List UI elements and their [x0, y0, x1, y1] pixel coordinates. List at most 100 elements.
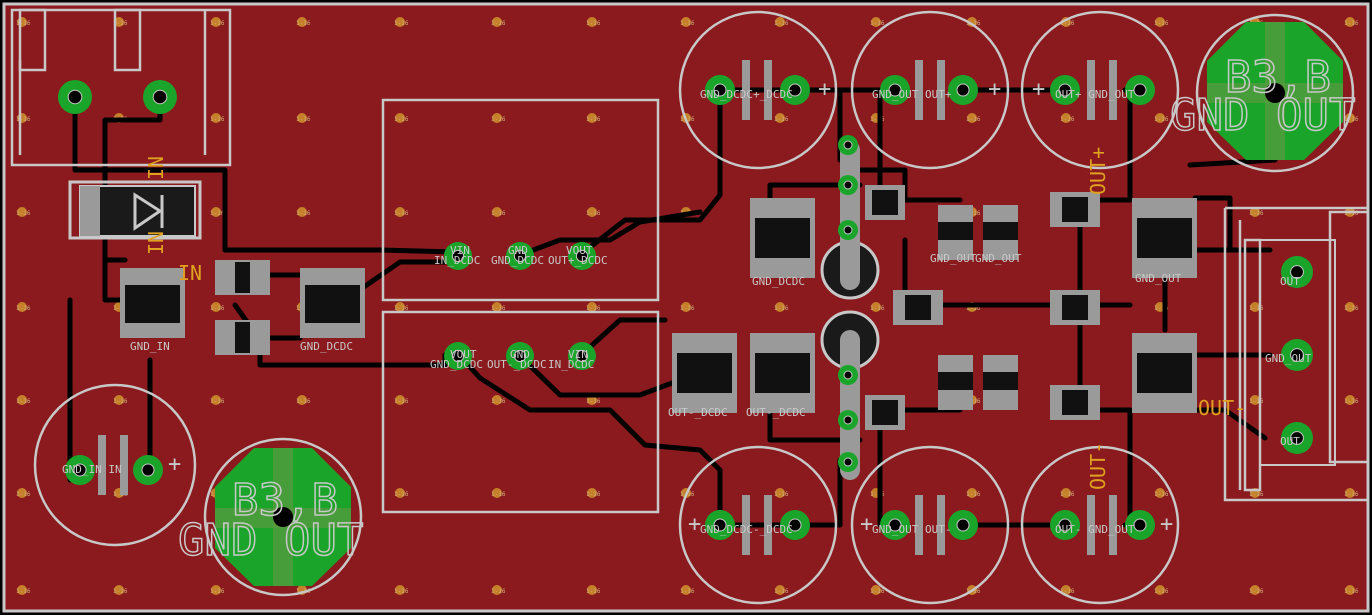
- via: [587, 207, 597, 217]
- via-label: 1-16: [210, 398, 225, 405]
- via: [492, 488, 502, 498]
- via: [1061, 113, 1071, 123]
- tht-hole: [1290, 431, 1304, 445]
- via-label: 1-16: [1154, 491, 1169, 498]
- label-plus-tm: +: [988, 77, 1001, 102]
- via: [297, 17, 307, 27]
- label-dcdc1-net-in: IN_DCDC: [434, 254, 480, 267]
- label-dcdc2-gnd: GND: [510, 348, 530, 361]
- via-label: 1-16: [210, 588, 225, 595]
- via: [587, 488, 597, 498]
- tht-hole: [956, 83, 970, 97]
- tht-hole: [451, 249, 465, 263]
- label-conn-out3: OUT: [1280, 435, 1300, 448]
- via-label: 1-16: [394, 398, 409, 405]
- via-label: 1-16: [1060, 116, 1075, 123]
- label-plus-bl: +: [688, 512, 701, 537]
- via-label: 1-16: [113, 398, 128, 405]
- smd-components: [79, 60, 1197, 555]
- tht-hole: [1133, 518, 1147, 532]
- via: [1345, 585, 1355, 595]
- label-dcdc1-vin: VIN: [450, 244, 470, 257]
- label-plus-in: +: [168, 452, 181, 477]
- via: [587, 113, 597, 123]
- via-label: 1-16: [1249, 210, 1264, 217]
- via: [114, 585, 124, 595]
- via-label: 1-16: [16, 305, 31, 312]
- label-dcdc2-net-in: IN_DCDC: [548, 358, 594, 371]
- via-label: 1-16: [113, 20, 128, 27]
- label-smd-out-dcdc-b: OUT-_DCDC: [746, 406, 806, 419]
- via-label: 1-16: [870, 305, 885, 312]
- via: [492, 17, 502, 27]
- via: [211, 113, 221, 123]
- label-in-side: IN: [178, 261, 202, 285]
- via: [775, 585, 785, 595]
- label-smd-gnd-out-a: GND_OUT: [930, 252, 977, 265]
- via-label: 1-16: [16, 20, 31, 27]
- via-label: 1-16: [966, 210, 981, 217]
- via-label: 1-16: [774, 116, 789, 123]
- via: [395, 113, 405, 123]
- via-label: 1-16: [210, 210, 225, 217]
- via: [775, 17, 785, 27]
- via-label: 1-16: [1154, 116, 1169, 123]
- via: [775, 302, 785, 312]
- via: [967, 113, 977, 123]
- via-label: 1-16: [16, 491, 31, 498]
- tht-hole: [956, 518, 970, 532]
- via-label: 1-16: [296, 20, 311, 27]
- via: [1250, 395, 1260, 405]
- tht-hole: [788, 518, 802, 532]
- via-label: 1-16: [16, 116, 31, 123]
- via: [587, 302, 597, 312]
- via-label: 1-16: [1154, 588, 1169, 595]
- via: [395, 17, 405, 27]
- via-label: 1-16: [1060, 588, 1075, 595]
- via: [297, 395, 307, 405]
- via: [681, 17, 691, 27]
- via-label: 1-16: [870, 588, 885, 595]
- label-dcdc1-gnd: GND: [508, 244, 528, 257]
- tht-hole: [1290, 348, 1304, 362]
- via-label: 1-16: [1154, 305, 1169, 312]
- via: [967, 488, 977, 498]
- via-label: 1-16: [1249, 491, 1264, 498]
- label-out-plus: OUT+: [1086, 147, 1110, 195]
- label-plus-tr: +: [1032, 77, 1045, 102]
- tht-pads: [58, 75, 1313, 540]
- via-label: 1-16: [1344, 20, 1359, 27]
- label-dcdc2-net-gnd: GND_DCDC: [430, 358, 483, 371]
- via-label: 1-16: [586, 116, 601, 123]
- label-cap-in: GND_IN IN: [62, 463, 122, 476]
- via-label: 1-16: [966, 491, 981, 498]
- via-label: 1-16: [210, 20, 225, 27]
- via: [775, 113, 785, 123]
- via-label: 1-16: [491, 305, 506, 312]
- label-cap-tm: GND_OUT OUT+: [872, 88, 952, 101]
- label-cap-bl: GND_DCDC-_DCDC: [700, 523, 793, 536]
- silkscreen: [10, 8, 1370, 605]
- via-label: 1-16: [586, 588, 601, 595]
- tht-hole: [888, 518, 902, 532]
- via: [211, 17, 221, 27]
- mount-hole-bottom: [215, 448, 351, 586]
- tht-hole: [788, 83, 802, 97]
- mount-hole-top: [1207, 22, 1343, 160]
- via-label: 1-16: [296, 210, 311, 217]
- tht-hole: [1058, 518, 1072, 532]
- via-label: 1-16: [491, 210, 506, 217]
- via-label: 1-16: [491, 491, 506, 498]
- label-plus-tl: +: [818, 77, 831, 102]
- label-dcdc2-vin: VIN: [568, 348, 588, 361]
- tht-hole: [843, 225, 853, 235]
- label-cap-tr: OUT+ GND_OUT: [1055, 88, 1135, 101]
- via: [681, 585, 691, 595]
- via: [1345, 488, 1355, 498]
- label-dcdc1-vout: VOUT: [566, 244, 593, 257]
- via: [1061, 488, 1071, 498]
- via: [17, 395, 27, 405]
- via: [871, 17, 881, 27]
- via: [211, 207, 221, 217]
- via: [211, 302, 221, 312]
